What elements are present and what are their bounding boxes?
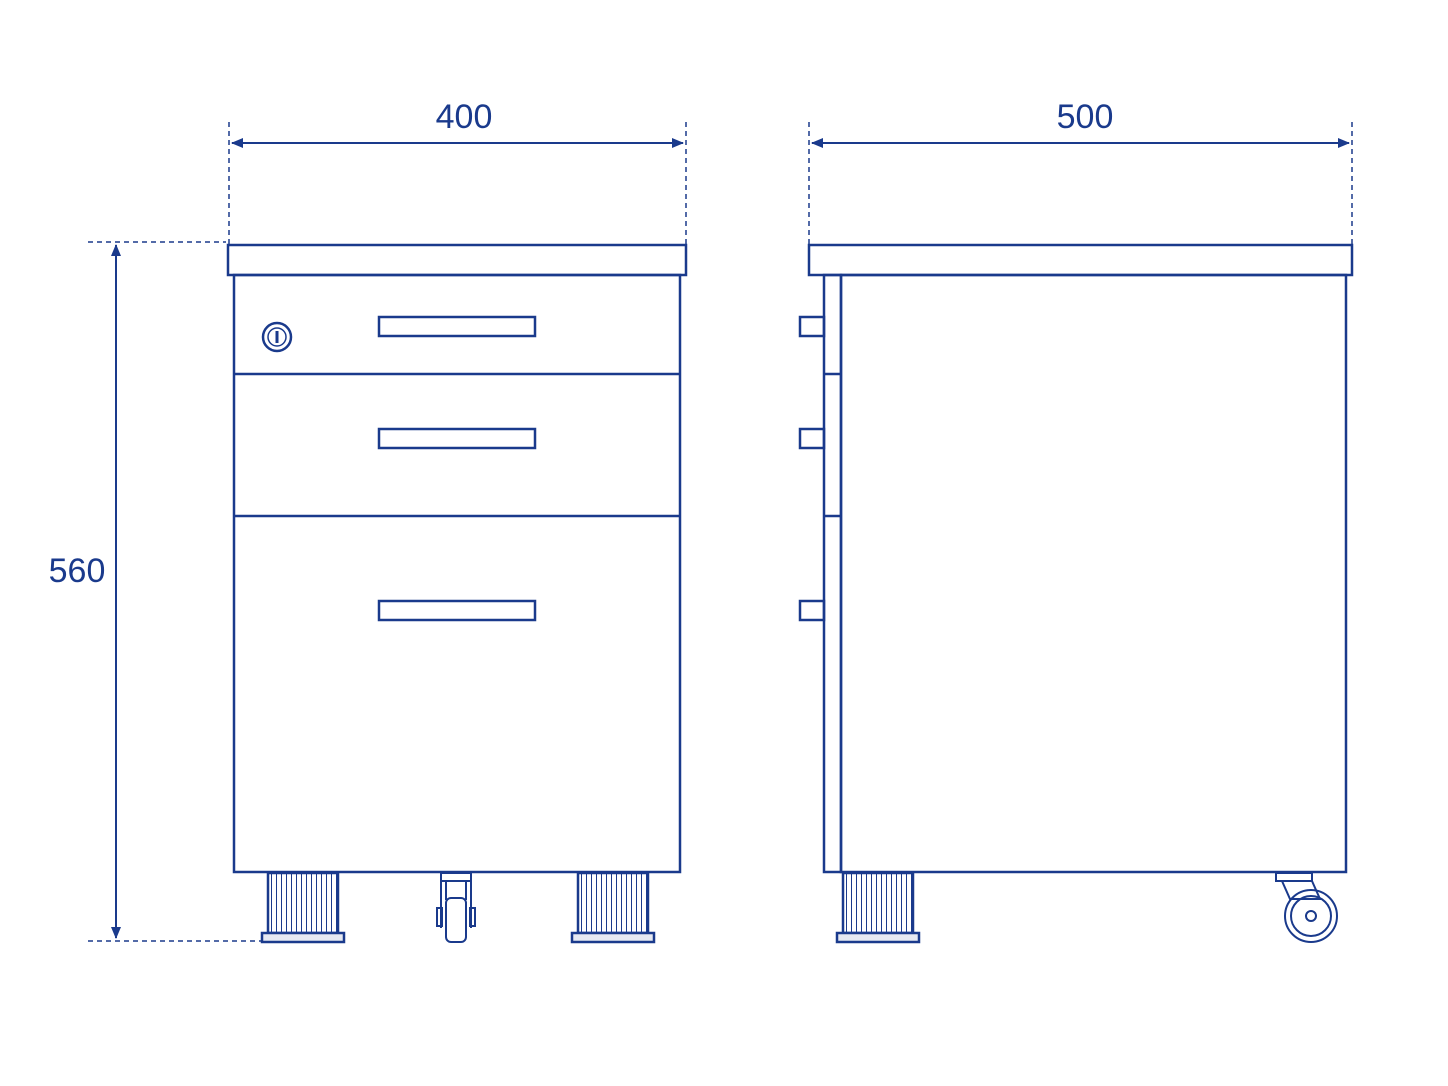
caster-wheel-side <box>1275 872 1338 943</box>
height-label: 560 <box>49 552 106 590</box>
adjustable-foot <box>835 871 921 944</box>
cabinet-top <box>226 243 688 277</box>
lock-icon <box>261 321 293 353</box>
drawer-handle-side <box>798 315 826 338</box>
front-width-label: 400 <box>436 98 493 136</box>
front-view <box>226 243 688 944</box>
adjustable-foot <box>570 871 656 944</box>
side-depth-label: 500 <box>1057 98 1114 136</box>
height-dimension: 560 <box>49 241 262 942</box>
drawer-handle <box>377 315 537 338</box>
caster-wheel-front <box>436 872 476 943</box>
drawer-handle <box>377 599 537 622</box>
adjustable-foot <box>260 871 346 944</box>
side-view <box>798 243 1354 944</box>
drawer-handle <box>377 427 537 450</box>
drawer-handle-side <box>798 427 826 450</box>
front-width-dimension: 400 <box>228 98 687 244</box>
cabinet-body <box>839 273 1348 874</box>
cabinet-top <box>807 243 1354 277</box>
drawer-front-edge <box>822 273 843 874</box>
cabinet-body <box>232 273 682 874</box>
side-depth-dimension: 500 <box>808 98 1353 244</box>
drawer-handle-side <box>798 599 826 622</box>
